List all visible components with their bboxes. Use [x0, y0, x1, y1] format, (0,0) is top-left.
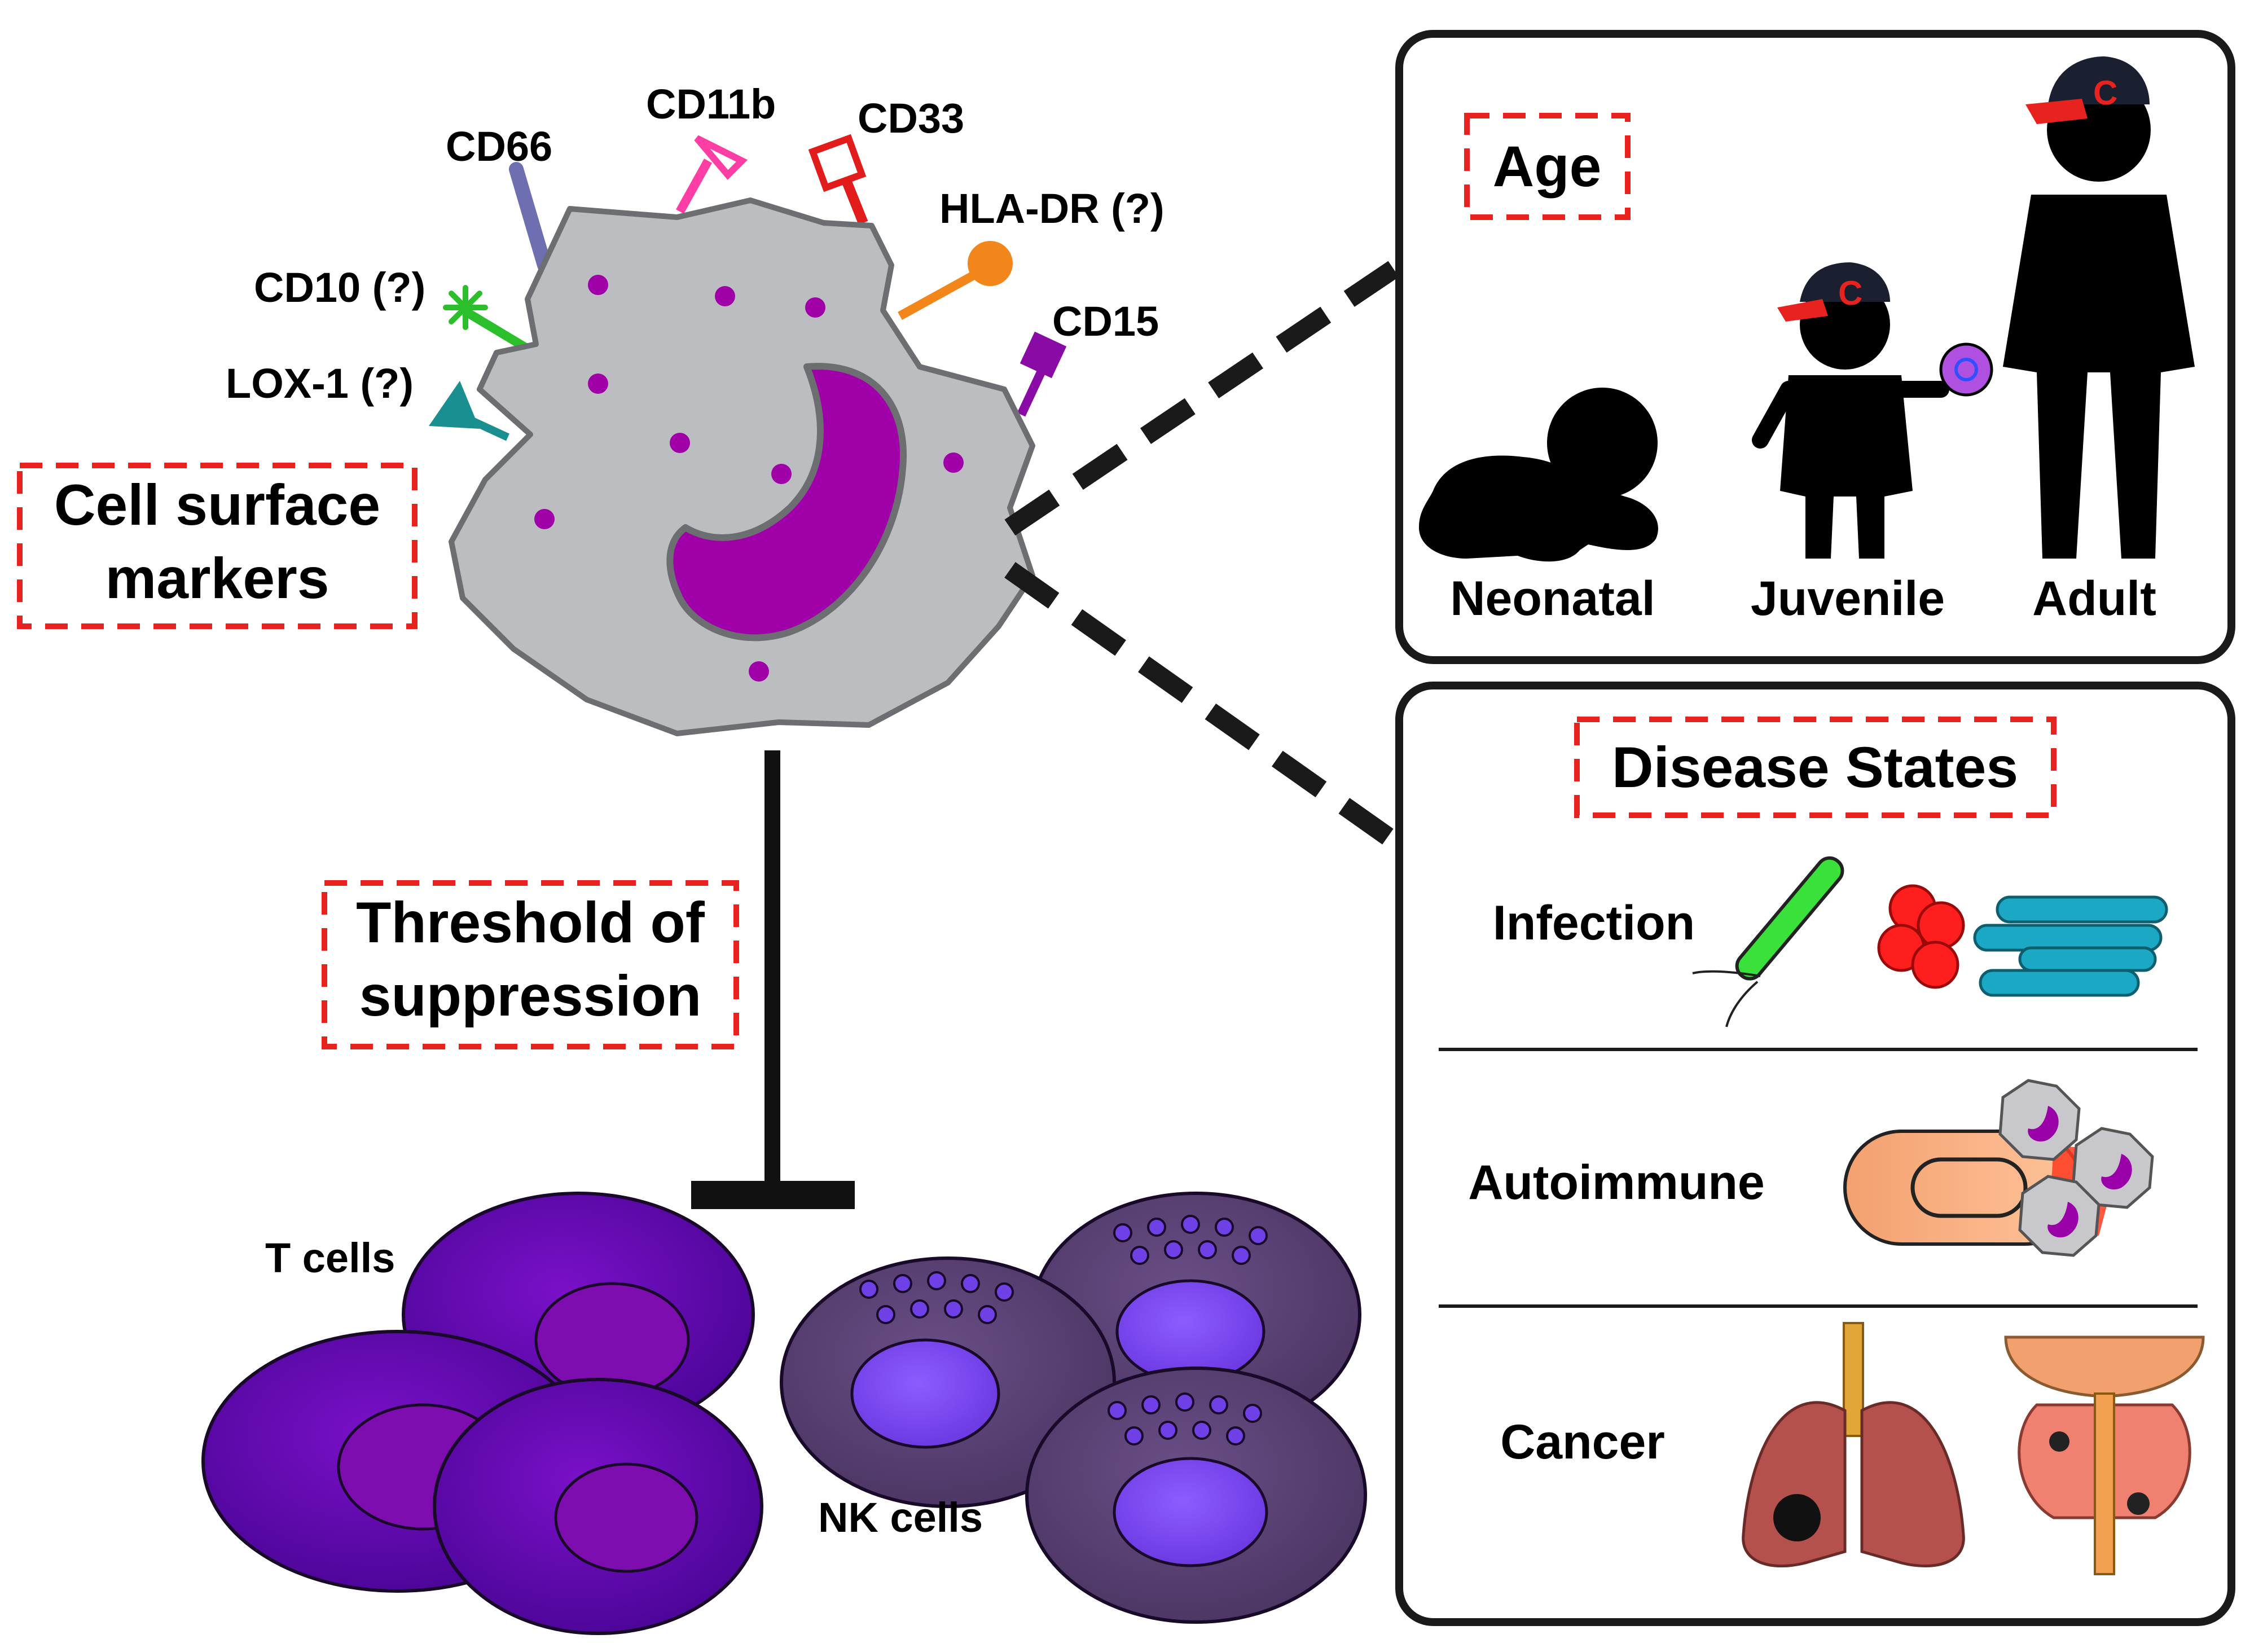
marker-hla-dr-icon [898, 241, 1013, 320]
cell-surface-markers-box: Cell surface markers [17, 463, 418, 629]
bacillus-icon [1692, 856, 1844, 1027]
age-title: Age [1493, 134, 1602, 199]
marker-cd33-icon [808, 134, 868, 225]
mdsc-cell [429, 134, 1067, 736]
mdsc-body [449, 197, 1035, 736]
threshold-of-suppression-box: Threshold of suppression [322, 880, 739, 1049]
svg-text:C: C [2093, 74, 2117, 112]
t-cells-cluster [201, 1192, 763, 1635]
label-adult: Adult [2032, 572, 2156, 626]
label-hla-dr: HLA-DR (?) [939, 185, 1165, 232]
cell-surface-line1: Cell surface [54, 473, 380, 537]
disease-states-panel: Disease States Infection Autoimmune [1395, 682, 2235, 1626]
mdsc-nucleus [666, 363, 907, 642]
t-cell [433, 1378, 763, 1635]
inhibition-symbol [691, 750, 855, 1209]
disease-states-title: Disease States [1612, 735, 2018, 799]
label-neonatal: Neonatal [1450, 572, 1655, 626]
label-infection: Infection [1493, 896, 1695, 950]
label-nk-cells: NK cells [818, 1494, 983, 1541]
rod-bacteria-icon [1973, 895, 2168, 997]
marker-cd66-icon [509, 162, 552, 273]
label-cd10: CD10 (?) [254, 264, 425, 311]
label-t-cells: T cells [265, 1234, 395, 1281]
nk-cell [780, 1256, 1116, 1508]
mdsc-granules [534, 275, 964, 682]
label-cd33: CD33 [858, 95, 964, 142]
baby-crawling-icon [1419, 388, 1658, 562]
t-cell [402, 1192, 755, 1438]
label-juvenile: Juvenile [1751, 572, 1945, 626]
label-cancer: Cancer [1500, 1415, 1665, 1469]
label-cd15: CD15 [1052, 298, 1159, 345]
age-panel: Age Neonatal C Juvenile C [1395, 30, 2235, 664]
lungs-icon [1742, 1322, 1965, 1567]
label-autoimmune: Autoimmune [1468, 1155, 1765, 1210]
label-cd11b: CD11b [646, 81, 776, 128]
label-lox1: LOX-1 (?) [226, 360, 414, 407]
label-cd66: CD66 [446, 123, 552, 170]
threshold-line1: Threshold of [356, 890, 705, 955]
connector-lines [1004, 257, 1405, 849]
attacking-mdsc-icons [1998, 1079, 2154, 1257]
prostate-icon [2004, 1335, 2205, 1575]
marker-lox1-icon [429, 381, 509, 441]
nk-cell [1025, 1367, 1367, 1624]
cell-surface-line2: markers [106, 546, 329, 610]
adult-icon: C [2003, 56, 2195, 559]
svg-text:C: C [1838, 274, 1862, 312]
nk-cells-cluster [780, 1192, 1367, 1624]
cocci-icon [1877, 884, 1965, 989]
marker-cd11b-icon [676, 135, 748, 214]
child-icon: C [1752, 262, 1993, 559]
threshold-line2: suppression [359, 964, 701, 1028]
marker-cd15-icon [1017, 331, 1067, 417]
